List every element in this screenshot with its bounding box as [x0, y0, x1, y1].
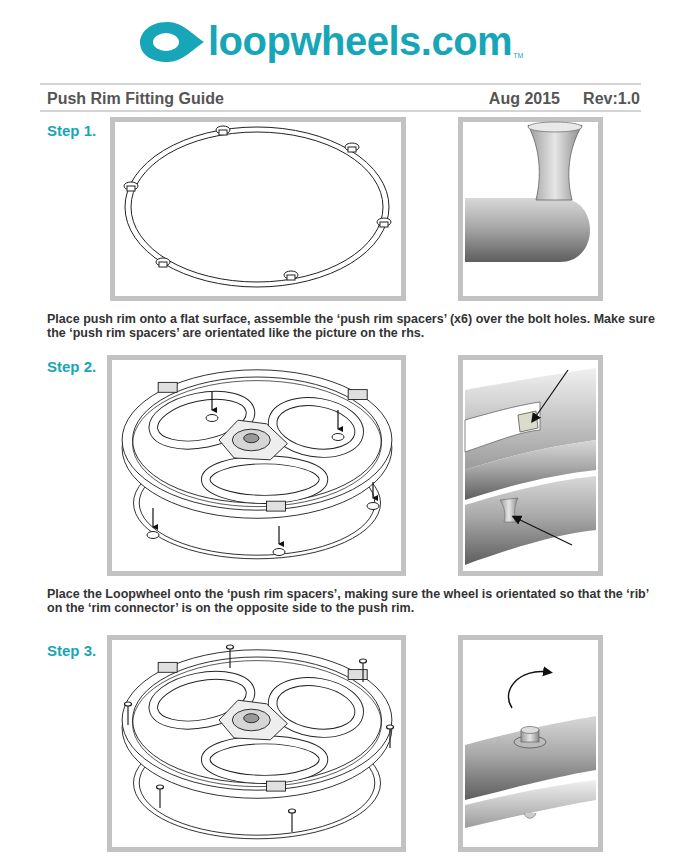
- step-heading: Step 2.: [47, 358, 96, 376]
- step-instruction: Place the Loopwheel onto the ‘push rim s…: [47, 587, 657, 615]
- document-revision: Rev:1.0: [583, 89, 640, 108]
- document-title: Push Rim Fitting Guide: [47, 89, 224, 108]
- step-instruction: Place push rim onto a flat surface, asse…: [47, 312, 657, 340]
- document-date: Aug 2015: [489, 89, 560, 108]
- step-heading: Step 3.: [47, 642, 96, 660]
- trademark-mark: TM: [513, 52, 523, 60]
- logo-wordmark: loopwheels.com: [208, 18, 512, 64]
- step-heading: Step 1.: [47, 122, 96, 140]
